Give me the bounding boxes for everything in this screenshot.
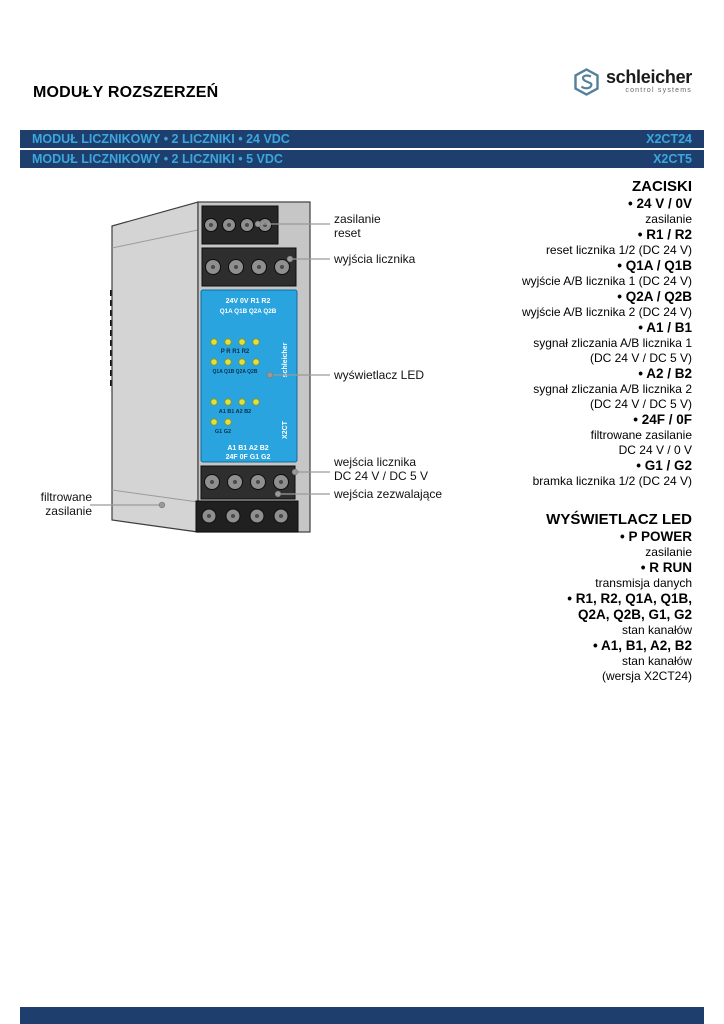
callout-line: zasilanie xyxy=(334,212,381,226)
terminal-term: • 24F / 0F xyxy=(633,412,692,427)
brand-logo: schleicher control systems xyxy=(573,68,692,96)
module-side-face xyxy=(111,201,199,533)
led-desc: stan kanałów xyxy=(621,654,692,668)
schleicher-hex-icon xyxy=(574,68,599,96)
callout-line: reset xyxy=(334,226,361,240)
product-bar-label: MODUŁ LICZNIKOWY • 2 LICZNIKI • 5 VDC xyxy=(32,152,283,166)
led-labels-row1: P R R1 R2 xyxy=(221,349,250,355)
terminal-term: • Q2A / Q2B xyxy=(617,289,692,304)
callout-line: wyświetlacz LED xyxy=(334,368,425,382)
callout-filtrowane-zasilanie: filtrowane zasilanie xyxy=(26,490,92,518)
side-face-seam xyxy=(111,489,199,503)
terminal-desc: wyjście A/B licznika 2 (DC 24 V) xyxy=(521,305,692,319)
terminal-term: • R1 / R2 xyxy=(637,227,692,242)
terminal-desc: DC 24 V / 0 V xyxy=(618,443,692,457)
terminal-desc: reset licznika 1/2 (DC 24 V) xyxy=(545,243,692,257)
module-illustration: 24V 0V R1 R2 Q1A Q1B Q2A Q2B P R R1 R2 Q… xyxy=(90,201,330,533)
led-desc: (wersja X2CT24) xyxy=(601,669,692,683)
section-gap xyxy=(402,489,692,511)
led-term: • P POWER xyxy=(620,529,692,544)
callout-line: DC 24 V / DC 5 V xyxy=(334,469,429,483)
terminal-term: • 24 V / 0V xyxy=(627,196,692,211)
terminal-term: • G1 / G2 xyxy=(636,458,692,473)
callout-wejscia-licznika: wejścia licznika DC 24 V / DC 5 V xyxy=(334,455,428,483)
terminal-desc: sygnał zliczania A/B licznika 2 xyxy=(533,382,692,396)
led-desc: stan kanałów xyxy=(621,623,692,637)
led-term: Q2A, Q2B, G1, G2 xyxy=(577,607,692,622)
module-figure: 24V 0V R1 R2 Q1A Q1B Q2A Q2B P R R1 R2 Q… xyxy=(90,190,350,540)
terminal-desc: bramka licznika 1/2 (DC 24 V) xyxy=(532,474,692,488)
brand-name: schleicher xyxy=(605,67,692,87)
terminal-term: • A1 / B1 xyxy=(638,320,692,335)
led-term: • R1, R2, Q1A, Q1B, xyxy=(567,591,692,606)
led-desc: zasilanie xyxy=(645,545,692,559)
callout-wejscia-zezwalajace: wejścia zezwalające xyxy=(334,487,442,501)
callout-line: wyjścia licznika xyxy=(334,252,416,266)
top-terminal-block-2 xyxy=(201,247,297,287)
callout-wyswietlacz-led: wyświetlacz LED xyxy=(334,368,424,382)
footer-bar xyxy=(20,1007,704,1024)
side-face-seam xyxy=(111,229,199,249)
led-desc: transmisja danych xyxy=(595,576,692,590)
terminal-desc: sygnał zliczania A/B licznika 1 xyxy=(533,336,692,350)
led-labels-row2: Q1A Q1B Q2A Q2B xyxy=(213,369,258,375)
led-term: • R RUN xyxy=(640,560,692,575)
callout-line: wejścia zezwalające xyxy=(334,487,443,501)
brand-tagline: control systems xyxy=(625,87,692,94)
terminal-desc: wyjście A/B licznika 1 (DC 24 V) xyxy=(521,274,692,288)
panel-top-terminal-labels-1: 24V 0V R1 R2 xyxy=(226,298,271,305)
product-bar-5vdc: MODUŁ LICZNIKOWY • 2 LICZNIKI • 5 VDC X2… xyxy=(20,150,704,168)
module-front-panel: 24V 0V R1 R2 Q1A Q1B Q2A Q2B P R R1 R2 Q… xyxy=(200,289,298,463)
callout-line: zasilanie xyxy=(45,504,92,518)
led-term: • A1, B1, A2, B2 xyxy=(592,638,692,653)
callout-wyjscia-licznika: wyjścia licznika xyxy=(334,252,415,266)
product-bar-code: X2CT24 xyxy=(646,132,692,146)
product-bars: MODUŁ LICZNIKOWY • 2 LICZNIKI • 24 VDC X… xyxy=(20,130,704,170)
led-labels-row3: A1 B1 A2 B2 xyxy=(219,409,252,415)
callout-lines xyxy=(90,220,330,509)
panel-bottom-terminal-labels-2: 24F 0F G1 G2 xyxy=(226,454,271,461)
panel-top-terminal-labels-2: Q1A Q1B Q2A Q2B xyxy=(220,308,277,315)
panel-vertical-model: X2CT xyxy=(282,420,289,439)
callout-line: filtrowane xyxy=(40,490,92,504)
led-labels-row4: G1 G2 xyxy=(215,429,231,435)
led-display-heading: WYŚWIETLACZ LED xyxy=(546,511,692,528)
brand-text: schleicher control systems xyxy=(606,68,692,94)
terminals-heading: ZACISKI xyxy=(632,178,692,195)
descriptions-column: ZACISKI • 24 V / 0V zasilanie • R1 / R2 … xyxy=(402,178,692,684)
terminal-term: • A2 / B2 xyxy=(638,366,692,381)
product-bar-label: MODUŁ LICZNIKOWY • 2 LICZNIKI • 24 VDC xyxy=(32,132,290,146)
bottom-terminal-block-1 xyxy=(200,465,296,500)
product-bar-24vdc: MODUŁ LICZNIKOWY • 2 LICZNIKI • 24 VDC X… xyxy=(20,130,704,148)
bottom-terminal-block-2 xyxy=(195,500,299,533)
terminal-desc: zasilanie xyxy=(645,212,692,226)
panel-bottom-terminal-labels-1: A1 B1 A2 B2 xyxy=(227,445,268,452)
product-bar-code: X2CT5 xyxy=(653,152,692,166)
terminal-desc: (DC 24 V / DC 5 V) xyxy=(589,397,692,411)
callout-line: wejścia licznika xyxy=(334,455,417,469)
panel-vertical-brand: schleicher xyxy=(282,342,289,377)
terminal-desc: filtrowane zasilanie xyxy=(590,428,692,442)
terminal-desc: (DC 24 V / DC 5 V) xyxy=(589,351,692,365)
terminal-term: • Q1A / Q1B xyxy=(617,258,692,273)
top-terminal-block-1 xyxy=(201,205,279,245)
callout-zasilanie-reset: zasilanie reset xyxy=(334,212,381,240)
page-title: MODUŁY ROZSZERZEŃ xyxy=(33,83,219,101)
